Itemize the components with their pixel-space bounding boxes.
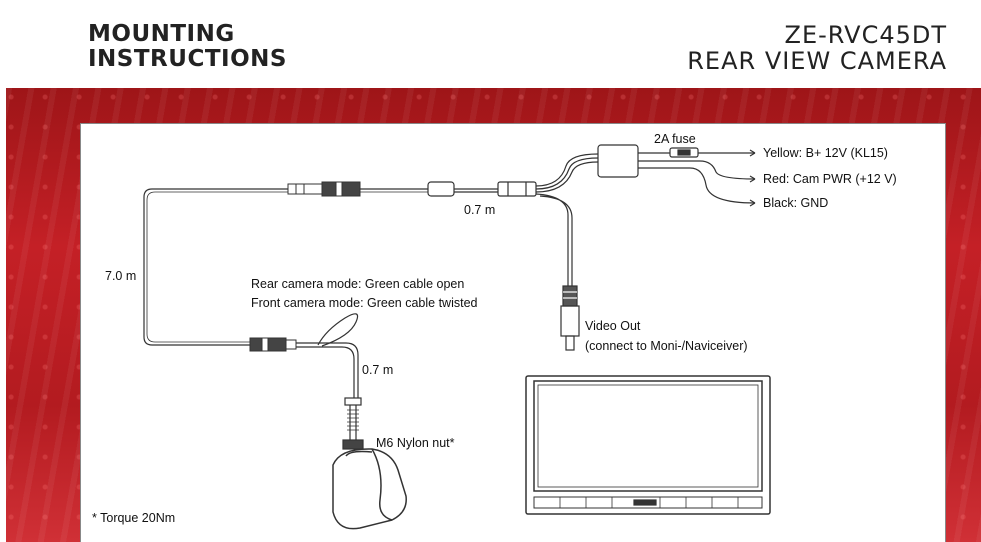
camera-body — [332, 448, 407, 530]
camera-connector — [249, 337, 297, 352]
video-out-label: Video Out — [585, 319, 641, 333]
product-name: REAR VIEW CAMERA — [687, 47, 947, 75]
length-top-label: 0.7 m — [464, 203, 496, 217]
length-camera-label: 0.7 m — [362, 363, 394, 377]
rear-mode-label: Rear camera mode: Green cable open — [251, 277, 465, 291]
fuse-label: 2A fuse — [654, 132, 696, 146]
red-wire-label: Red: Cam PWR (+12 V) — [763, 172, 897, 186]
yellow-wire-label: Yellow: B+ 12V (KL15) — [763, 146, 888, 160]
rca-plug — [560, 285, 580, 351]
power-box — [597, 144, 639, 178]
length-long-label: 7.0 m — [105, 269, 137, 283]
model-number: ZE-RVC45DT — [784, 21, 947, 49]
black-wire-label: Black: GND — [763, 196, 829, 210]
green-cable-loop — [317, 313, 359, 347]
top-connector — [287, 181, 361, 197]
fuse-icon — [669, 147, 699, 158]
long-cable — [143, 188, 288, 346]
harness-connector — [497, 181, 537, 197]
title-line-1: MOUNTING — [88, 21, 235, 47]
front-mode-label: Front camera mode: Green cable twisted — [251, 296, 478, 310]
nut-label: M6 Nylon nut* — [376, 436, 455, 450]
title-line-2: INSTRUCTIONS — [88, 46, 287, 72]
video-out-note: (connect to Moni-/Naviceiver) — [585, 339, 748, 353]
diagram-panel — [80, 123, 946, 542]
torque-note: * Torque 20Nm — [92, 511, 176, 525]
inline-filter — [427, 181, 455, 197]
head-unit-monitor — [525, 375, 771, 515]
page-title: MOUNTING INSTRUCTIONS — [88, 22, 287, 72]
product-title: ZE-RVC45DT REAR VIEW CAMERA — [687, 22, 947, 74]
